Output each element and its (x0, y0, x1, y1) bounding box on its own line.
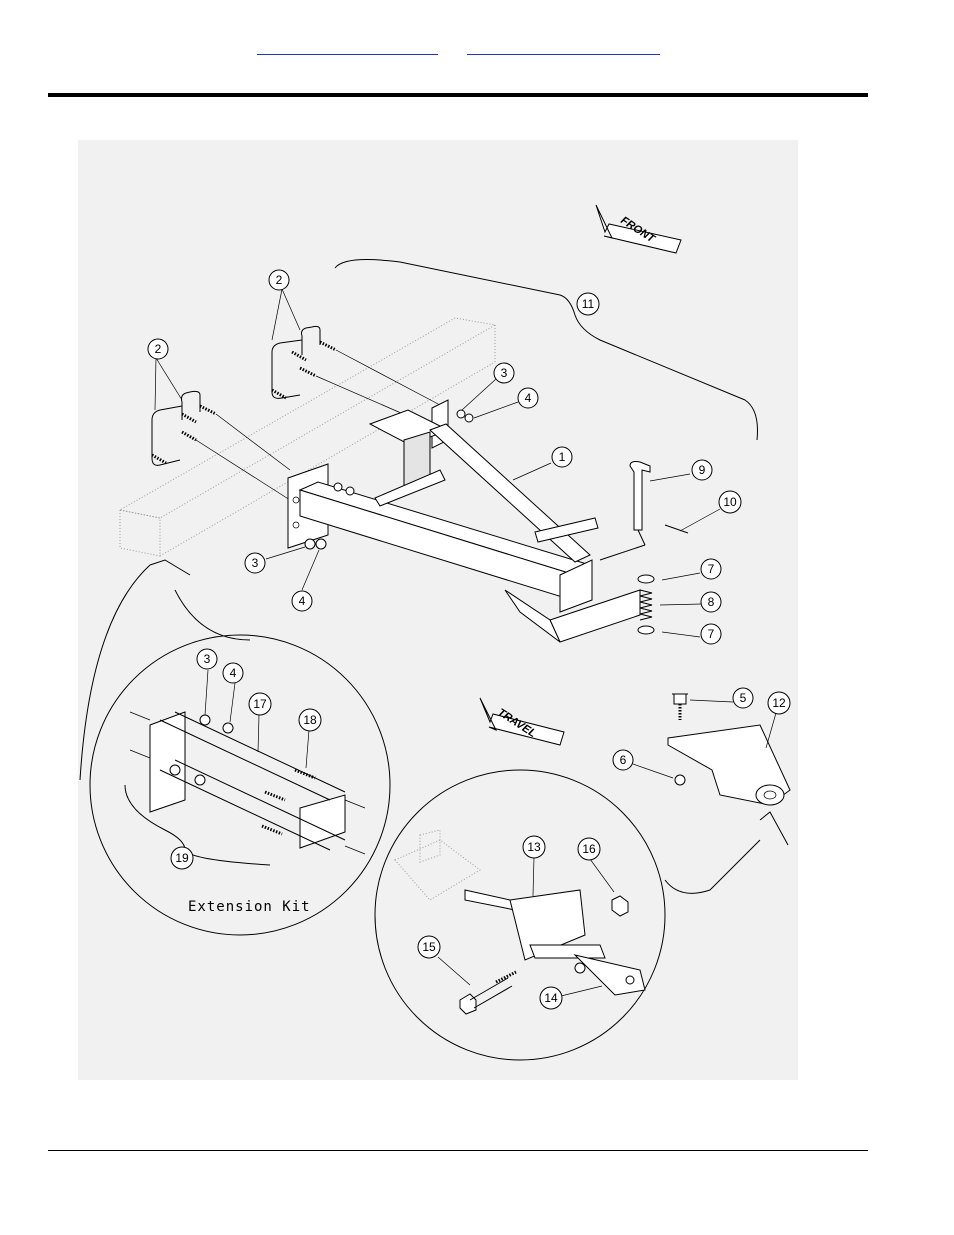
callout-label: 3 (252, 556, 259, 570)
callout: 2 (147, 338, 169, 360)
callout: 4 (222, 662, 244, 684)
inset-caption: Extension Kit (188, 899, 311, 915)
callout: 14 (539, 986, 563, 1010)
callout: 7 (700, 558, 722, 580)
callout-label: 14 (544, 991, 558, 1005)
callout: 13 (522, 835, 546, 859)
callout-label: 18 (303, 713, 317, 727)
callout-label: 5 (740, 691, 747, 705)
travel-direction-arrow: TRAVEL (479, 697, 565, 746)
hitch-pin (599, 461, 689, 561)
callout-label: 4 (525, 391, 532, 405)
callout-label: 3 (204, 652, 211, 666)
toolbar-beam-ghost (118, 317, 497, 557)
hardware-nuts (304, 409, 474, 550)
leader-lines (154, 288, 777, 997)
callout-label: 19 (175, 851, 189, 865)
callout: 11 (576, 292, 600, 316)
callout: 12 (767, 691, 791, 715)
callout-label: 1 (559, 450, 566, 464)
callout-label: 4 (230, 666, 237, 680)
header-link-right[interactable] (467, 36, 660, 55)
callout-label: 2 (155, 342, 162, 356)
extension-kit-inset (79, 559, 391, 936)
header-link-left[interactable] (257, 36, 438, 55)
callout-label: 9 (699, 463, 706, 477)
callout: 4 (291, 590, 313, 612)
callout: 3 (196, 648, 218, 670)
callout-label: 10 (723, 495, 737, 509)
callout-label: 11 (582, 297, 595, 311)
hitch-clevis-12 (667, 693, 791, 806)
callout-label: 13 (527, 840, 541, 854)
callout-label: 8 (708, 595, 715, 609)
callout: 1 (551, 446, 573, 468)
callout: 7 (700, 623, 722, 645)
callout-label: 17 (253, 697, 267, 711)
callout: 10 (718, 490, 742, 514)
callout: 3 (244, 552, 266, 574)
callout: 18 (298, 708, 322, 732)
callout: 8 (700, 591, 722, 613)
callout: 5 (732, 687, 754, 709)
callout: 17 (248, 692, 272, 716)
clevis-inset (374, 769, 789, 1061)
hitch-bracket (504, 589, 641, 643)
callout: 19 (170, 846, 194, 870)
callout: 15 (417, 935, 441, 959)
spring-assembly (637, 574, 655, 635)
footer-rule (48, 1150, 868, 1151)
callout: 3 (493, 362, 515, 384)
callout-label: 7 (708, 562, 715, 576)
callout: 4 (517, 387, 539, 409)
callout-label: 7 (708, 627, 715, 641)
callout: 16 (577, 837, 601, 861)
tongue-frame (298, 423, 599, 613)
header-rule (48, 93, 868, 97)
callout: 2 (268, 269, 290, 291)
callout-label: 2 (276, 273, 283, 287)
drawing-background (78, 140, 798, 1080)
callout-label: 15 (422, 940, 436, 954)
callout-label: 12 (772, 696, 786, 710)
front-direction-arrow: FRONT (595, 204, 682, 254)
bracket-11 (334, 259, 758, 441)
callout-label: 6 (620, 753, 627, 767)
u-bolt-group-left (151, 390, 291, 501)
callout-label: 16 (582, 842, 596, 856)
callout: 6 (612, 749, 634, 771)
callout: 9 (691, 459, 713, 481)
callout-label: 4 (299, 594, 306, 608)
callout-label: 3 (501, 366, 508, 380)
